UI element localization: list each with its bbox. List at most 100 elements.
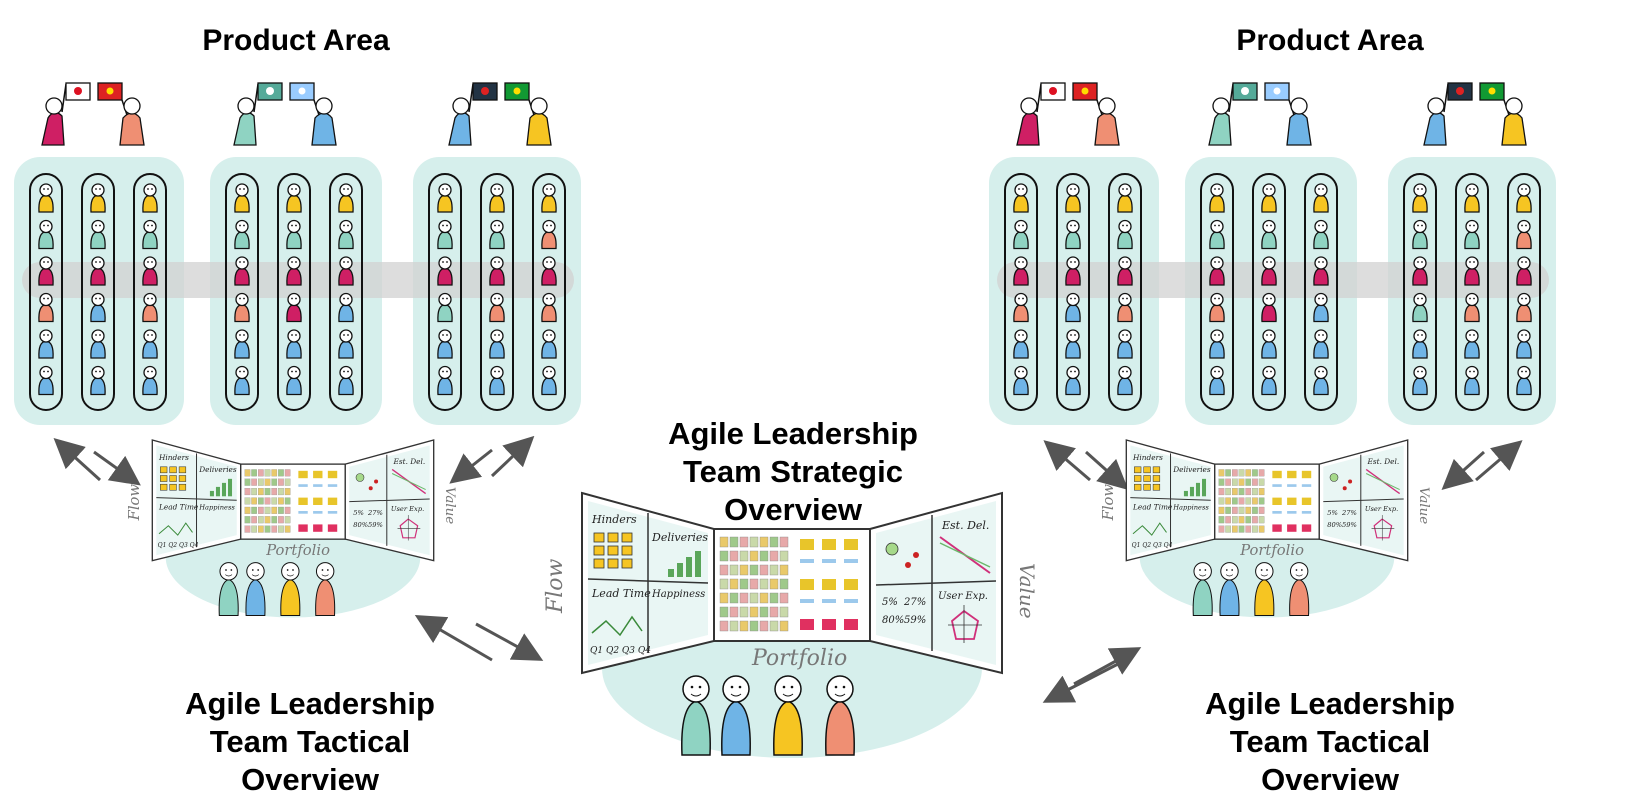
delivery-bar: [209, 490, 214, 497]
person-icon: [1209, 365, 1225, 396]
grid-cell: [1238, 525, 1245, 533]
grid-cell: [278, 497, 284, 505]
grid-cell: [1258, 478, 1265, 486]
person-icon: [1209, 219, 1225, 250]
status-tile: [313, 470, 323, 479]
scatter-point: [1329, 473, 1339, 482]
grid-cell: [719, 578, 729, 590]
radar-chart: [399, 518, 419, 539]
grid-cell: [1252, 469, 1258, 477]
grid-cell: [244, 516, 251, 524]
grid-cell: [258, 497, 264, 505]
grid-cell: [264, 506, 271, 514]
label-metric-b: 27%: [367, 509, 383, 517]
grid-cell: [258, 516, 264, 524]
grid-cell: [284, 525, 291, 533]
grid-cell: [739, 564, 749, 576]
grid-cell: [1218, 497, 1225, 505]
flag-bearers-left-1: [41, 82, 145, 146]
person-icon: [234, 256, 250, 286]
grid-cell: [251, 478, 257, 486]
status-tile: [1272, 524, 1282, 532]
person-icon: [1412, 365, 1428, 396]
grid-cell: [264, 525, 271, 533]
person-icon: [489, 292, 505, 323]
label-happiness: Happiness: [651, 589, 705, 600]
person-icon: [1516, 365, 1532, 396]
squad-left-1-1: [29, 173, 63, 411]
label-quarters: Q1 Q2 Q3 Q4: [1132, 542, 1173, 549]
grid-cell: [258, 506, 264, 514]
person-icon: [1065, 365, 1081, 396]
person-icon: [234, 329, 250, 359]
label-hinders: Hinders: [158, 453, 189, 462]
person-icon: [286, 256, 302, 286]
grid-cell: [1245, 497, 1252, 505]
grid-cell: [244, 497, 251, 505]
person-icon: [1464, 329, 1480, 359]
sticky-note: [607, 545, 619, 556]
person-icon: [1013, 219, 1029, 250]
status-tile: [1287, 511, 1297, 514]
sticky-note: [160, 466, 168, 474]
label-metric-a: 5%: [1327, 509, 1338, 517]
person-icon: [437, 365, 453, 396]
status-tile: [1272, 497, 1282, 505]
grid-cell: [759, 620, 769, 632]
grid-cell: [749, 550, 759, 562]
grid-cell: [739, 536, 749, 548]
person-icon: [1516, 292, 1532, 323]
grid-cell: [779, 606, 789, 618]
person-icon: [1313, 183, 1329, 213]
squad-left-1-2: [81, 173, 115, 411]
grid-cell: [1258, 469, 1265, 477]
person-icon: [541, 329, 557, 359]
sticky-note: [1143, 466, 1151, 474]
grid-cell: [1225, 497, 1231, 505]
grid-cell: [769, 536, 779, 548]
leader-person: [1219, 562, 1240, 617]
grid-cell: [729, 592, 739, 604]
person-icon: [541, 256, 557, 286]
status-tile: [800, 599, 814, 603]
grid-cell: [759, 578, 769, 590]
person-icon: [1065, 183, 1081, 213]
status-tile: [822, 539, 836, 550]
grid-cell: [244, 478, 251, 486]
grid-cell: [271, 488, 278, 496]
arrow-left-up: [53, 437, 102, 482]
label-quarters: Q1 Q2 Q3 Q4: [590, 646, 651, 656]
status-tile: [1301, 524, 1312, 532]
status-tile: [822, 599, 836, 603]
person-icon: [1516, 256, 1532, 286]
grid-cell: [1252, 478, 1258, 486]
person-icon: [38, 256, 54, 286]
person-icon: [142, 329, 158, 359]
status-tile: [313, 524, 323, 532]
strategic-title-line2: Team Strategic: [683, 454, 903, 489]
person-icon: [1013, 183, 1029, 213]
sticky-note: [593, 558, 605, 569]
squad-right-3-2: [1455, 173, 1489, 411]
label-metric-a: 5%: [882, 597, 898, 608]
grid-cell: [719, 592, 729, 604]
tactical-overview-left-title: Agile Leadership Team Tactical Overview: [150, 685, 470, 799]
panel-center: [240, 463, 346, 540]
status-tile: [844, 579, 858, 590]
grid-cell: [1218, 488, 1225, 496]
status-tile: [800, 619, 814, 630]
grid-cell: [779, 620, 789, 632]
panel-right: Est. Del.User Exp.5%27%80%59%: [869, 491, 1003, 675]
label-happiness: Happiness: [198, 504, 235, 512]
grid-cell: [729, 564, 739, 576]
grid-cell: [779, 564, 789, 576]
grid-cell: [1225, 469, 1231, 477]
grid-cell: [769, 620, 779, 632]
person-icon: [38, 183, 54, 213]
person-icon: [1464, 292, 1480, 323]
strategic-overview-title: Agile Leadership Team Strategic Overview: [633, 415, 953, 529]
